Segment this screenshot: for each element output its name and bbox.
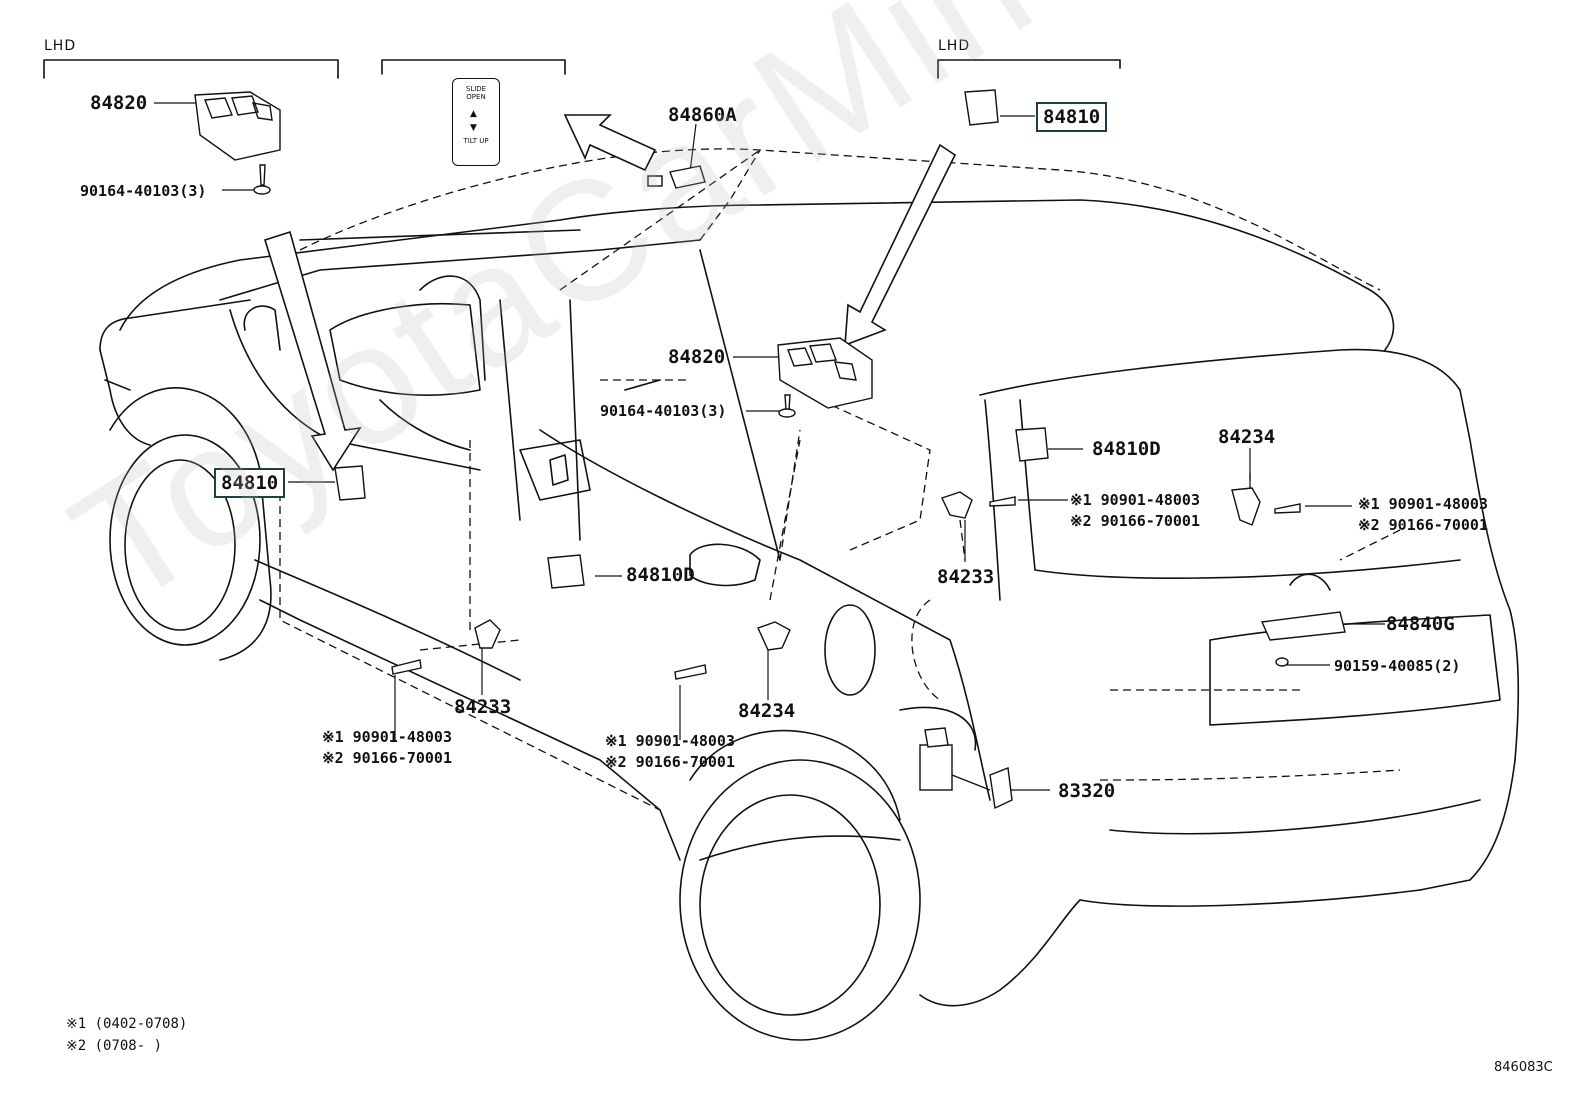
callout-bottom-left-2[interactable]: ※2 90166-70001: [322, 749, 452, 767]
part-label-84820-top[interactable]: 84820: [90, 92, 148, 114]
callout-bottom-mid-1[interactable]: ※1 90901-48003: [605, 732, 735, 750]
part-label-84820-mid[interactable]: 84820: [668, 346, 726, 368]
part-label-84233-left[interactable]: 84233: [454, 696, 512, 718]
lhd-header-right: LHD: [938, 38, 971, 54]
slide-open-text: SLIDE OPEN: [465, 85, 487, 101]
arrow-down-icon: ▼: [470, 123, 477, 133]
part-label-84810-left[interactable]: 84810: [214, 468, 286, 498]
part-label-84234-right[interactable]: 84234: [1218, 426, 1276, 448]
part-label-84860a[interactable]: 84860A: [668, 104, 737, 126]
callout-bottom-mid-2[interactable]: ※2 90166-70001: [605, 753, 735, 771]
sunroof-switch-panel: SLIDE OPEN ▲ ▼ TILT UP: [452, 78, 500, 166]
footnote-1: ※1 (0402-0708): [66, 1016, 188, 1032]
part-label-84234-mid[interactable]: 84234: [738, 700, 796, 722]
callout-mid-right-1[interactable]: ※1 90901-48003: [1070, 491, 1200, 509]
part-label-83320[interactable]: 83320: [1058, 780, 1116, 802]
callout-bottom-left-1[interactable]: ※1 90901-48003: [322, 728, 452, 746]
lhd-header-left: LHD: [44, 38, 77, 54]
callout-far-right-1[interactable]: ※1 90901-48003: [1358, 495, 1488, 513]
part-label-90164-mid[interactable]: 90164-40103(3): [600, 402, 727, 420]
tilt-up-text: TILT UP: [463, 137, 489, 145]
part-label-84810-top[interactable]: 84810: [1036, 102, 1108, 132]
arrow-up-icon: ▲: [470, 109, 477, 119]
part-label-84233-right[interactable]: 84233: [937, 566, 995, 588]
footnote-2: ※2 (0708- ): [66, 1038, 163, 1054]
part-label-84810d-mid[interactable]: 84810D: [626, 564, 695, 586]
callout-far-right-2[interactable]: ※2 90166-70001: [1358, 516, 1488, 534]
part-label-90164-top[interactable]: 90164-40103(3): [80, 182, 207, 200]
figure-reference: 846083C: [1494, 1060, 1553, 1075]
part-label-84840g[interactable]: 84840G: [1386, 613, 1455, 635]
callout-mid-right-2[interactable]: ※2 90166-70001: [1070, 512, 1200, 530]
part-label-90159[interactable]: 90159-40085(2): [1334, 657, 1461, 675]
part-label-84810d-right[interactable]: 84810D: [1092, 438, 1161, 460]
